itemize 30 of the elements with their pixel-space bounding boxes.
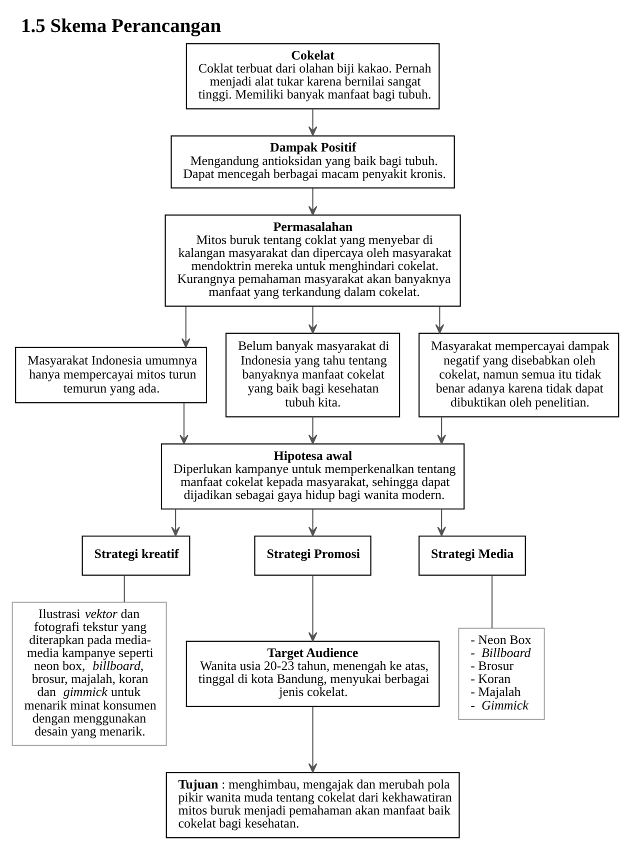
arrow: [437, 416, 446, 444]
node-box: Target Audience Wanita usia 20-23 tahun, menengah ke atas, tinggal di kota Bandung, menyukai berbagai jenis cokelat.: [186, 640, 440, 706]
node-box: Dampak Positif Mengandung antioksidan yang baik bagi tubuh. Dapat mencegah berbagai macam penyakit kronis.: [170, 134, 455, 188]
node-box: Strategi Media: [418, 535, 526, 576]
arrow: [180, 402, 188, 444]
node-box: Strategi kreatif: [82, 535, 190, 576]
arrow: [308, 108, 318, 136]
node-box: Permasalahan Mitos buruk tentang coklat yang menyebar di kalangan masyarakat dan dipercaya oleh masyarakat mendoktrin mereka untuk menghindari cokelat. Kurangnya pemahaman masyarakat akan banyaknya manfaat yang terkandung dalam cokelat.: [164, 214, 461, 306]
connector: [491, 575, 493, 628]
arrow: [171, 508, 180, 536]
node-box: Tujuan : menghimbau, mengajak dan merubah pola pikir wanita muda tentang cokelat dari kekhawatiran mitos buruk menjadi pemahaman akan manfaat baik cokelat bagi kesehatan.: [166, 772, 460, 838]
arrow: [181, 306, 190, 348]
node-box: Belum banyak masyarakat di Indonesia yang tahu tentang banyaknya manfaat cokelat yang baik bagi kesehatan tubuh kita.: [225, 332, 400, 417]
diagram-title: 1.5 Skema Perancangan: [21, 16, 222, 37]
node-box: Cokelat Coklat terbuat dari olahan biji kakao. Pernah menjadi alat tukar karena bernilai sangat tinggi. Memiliki banyak manfaat bagi tubuh.: [186, 42, 440, 109]
node-box: Masyarakat Indonesia umumnya hanya mempercayai mitos turun temurun yang ada.: [15, 346, 208, 403]
arrow: [308, 706, 318, 772]
node-box: Hipotesa awal Diperlukan kampanye untuk memperkenalkan tentang manfaat cokelat kepada masyarakat, sehingga dapat dijadikan sebagai gaya hidup bagi wanita modern.: [160, 442, 465, 510]
node-box: Strategi Promosi: [254, 535, 372, 576]
arrow: [308, 575, 318, 642]
arrow: [308, 188, 318, 216]
arrow: [308, 508, 318, 536]
arrow: [308, 306, 318, 334]
node-box: Ilustrasi vektor dan fotografi tekstur yang diterapkan pada media-media kampanye seperti neon box, billboard, brosur, majalah, koran dan gimmick untuk menarik minat konsumen dengan menggunakan desain yang menarik.: [12, 601, 167, 746]
arrow: [308, 416, 318, 444]
arrow: [435, 306, 444, 334]
node-box: - Neon Box - Billboard - Brosur - Koran - Majalah - Gimmick: [458, 627, 545, 720]
connector: [124, 575, 125, 602]
arrow: [437, 508, 446, 536]
node-box: Masyarakat mempercayai dampak negatif yang disebabkan oleh cokelat, namun semua itu tidak benar adanya karena tidak dapat dibuktikan oleh penelitian.: [418, 332, 620, 417]
